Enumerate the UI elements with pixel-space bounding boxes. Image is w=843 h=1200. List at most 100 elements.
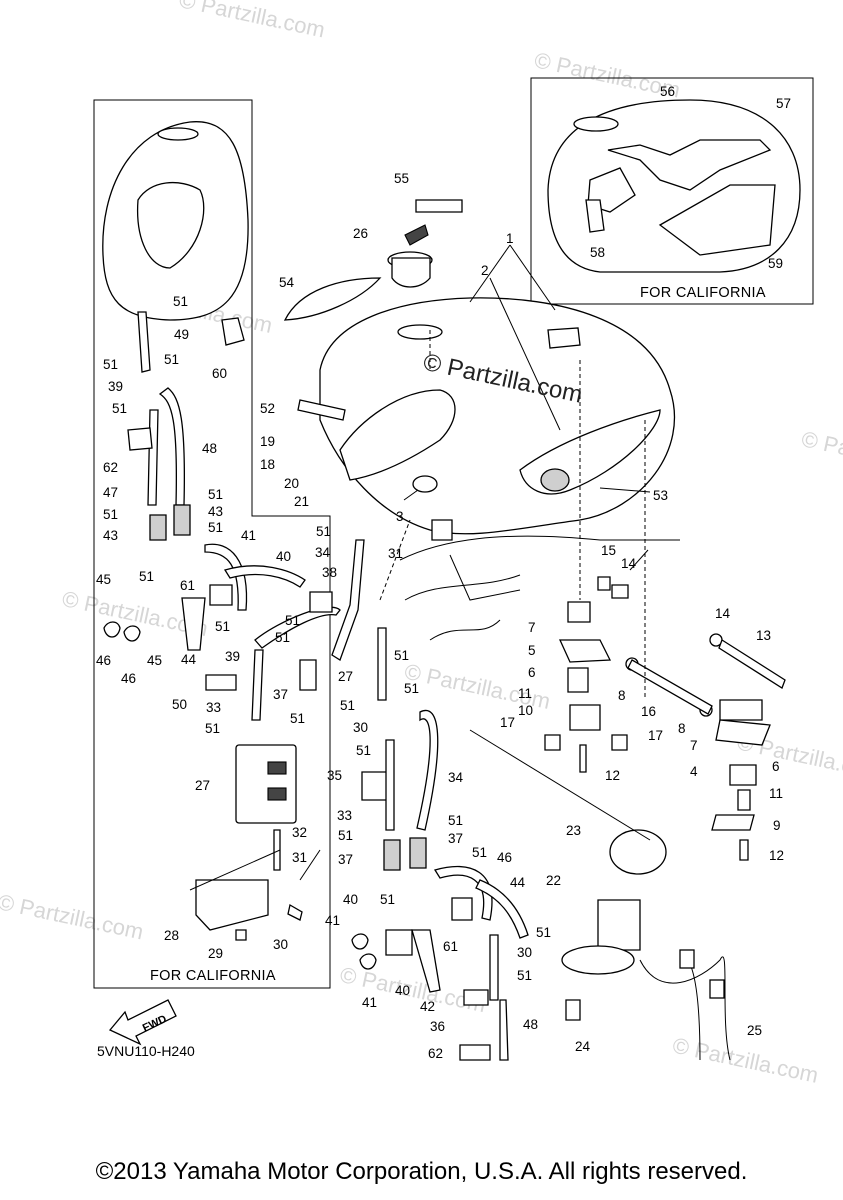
- callout-3: 3: [396, 509, 404, 524]
- callout-27: 27: [195, 778, 210, 793]
- callout-40b: 40: [343, 892, 358, 907]
- callout-4: 4: [690, 764, 698, 779]
- callout-35: 35: [327, 768, 342, 783]
- callout-41b: 41: [325, 913, 340, 928]
- callout-54: 54: [279, 275, 295, 290]
- callout-51-x: 51: [517, 968, 532, 983]
- callout-46b: 46: [121, 671, 136, 686]
- callout-48: 48: [202, 441, 217, 456]
- callout-17b: 17: [648, 728, 663, 743]
- callout-7b: 7: [690, 738, 698, 753]
- callout-47: 47: [103, 485, 118, 500]
- callout-18: 18: [260, 457, 275, 472]
- callout-37: 37: [273, 687, 288, 702]
- callout-34: 34: [315, 545, 331, 560]
- callout-42: 42: [420, 999, 435, 1014]
- callout-43: 43: [103, 528, 118, 543]
- callout-40c: 40: [395, 983, 410, 998]
- callout-40: 40: [276, 549, 291, 564]
- callout-45: 45: [96, 572, 111, 587]
- callout-19: 19: [260, 434, 275, 449]
- callout-56: 56: [660, 84, 675, 99]
- model-code: 5VNU110-H240: [97, 1043, 195, 1059]
- callout-51-a: 51: [173, 294, 188, 309]
- frame-sketch: [399, 535, 680, 641]
- callout-28: 28: [164, 928, 179, 943]
- callout-6b: 6: [772, 759, 780, 774]
- callout-51-h: 51: [139, 569, 154, 584]
- callout-51-v: 51: [380, 892, 395, 907]
- callout-14b: 14: [715, 606, 731, 621]
- callout-11: 11: [518, 686, 532, 701]
- copyright-footer: ©2013 Yamaha Motor Corporation, U.S.A. A…: [95, 1158, 748, 1185]
- callout-37c: 37: [338, 852, 353, 867]
- callout-58: 58: [590, 245, 605, 260]
- callout-57: 57: [776, 96, 791, 111]
- watermark: © Partzilla.com: [0, 889, 146, 944]
- callout-6: 6: [528, 665, 536, 680]
- callout-23: 23: [566, 823, 581, 838]
- callout-55: 55: [394, 171, 409, 186]
- callout-51-r: 51: [356, 743, 371, 758]
- callout-5: 5: [528, 643, 536, 658]
- canister-hoses-lower: [351, 519, 529, 1061]
- callout-26: 26: [353, 226, 368, 241]
- callout-51-c: 51: [164, 352, 179, 367]
- callout-52: 52: [260, 401, 275, 416]
- callout-61: 61: [180, 578, 195, 593]
- watermark: © Partzilla.com: [177, 0, 327, 42]
- callout-61b: 61: [443, 939, 458, 954]
- callout-51-f: 51: [208, 487, 223, 502]
- callout-48b: 48: [523, 1017, 538, 1032]
- inset-tank-drawing: [547, 99, 801, 273]
- callout-33b: 33: [337, 808, 352, 823]
- callout-34b: 34: [448, 770, 464, 785]
- callout-51-j: 51: [285, 613, 300, 628]
- callout-8b: 8: [678, 721, 686, 736]
- callout-7: 7: [528, 620, 536, 635]
- california-inset-caption: FOR CALIFORNIA: [640, 285, 766, 301]
- callout-30c: 30: [517, 945, 532, 960]
- callout-50: 50: [172, 697, 187, 712]
- callout-16: 16: [641, 704, 656, 719]
- callout-11b: 11: [769, 786, 783, 801]
- callout-46: 46: [96, 653, 111, 668]
- callout-51-s: 51: [338, 828, 353, 843]
- fuel-pump-assembly: [561, 829, 731, 1061]
- callout-21: 21: [294, 494, 309, 509]
- callout-44: 44: [181, 652, 197, 667]
- callout-20: 20: [284, 476, 299, 491]
- callout-17: 17: [500, 715, 515, 730]
- callout-39b: 39: [225, 649, 240, 664]
- callout-51-w: 51: [536, 925, 551, 940]
- callout-25: 25: [747, 1023, 762, 1038]
- leader-lines: [189, 244, 651, 891]
- callout-8: 8: [618, 688, 626, 703]
- callout-38: 38: [322, 565, 337, 580]
- callout-13: 13: [756, 628, 771, 643]
- callout-51-i: 51: [215, 619, 230, 634]
- callout-24: 24: [575, 1039, 591, 1054]
- callout-51-e: 51: [103, 507, 118, 522]
- callout-10: 10: [518, 703, 533, 718]
- callout-12b: 12: [769, 848, 784, 863]
- callout-51-l: 51: [205, 721, 220, 736]
- callout-51-k: 51: [275, 630, 290, 645]
- callout-31: 31: [292, 850, 307, 865]
- mounting-hardware: [544, 576, 786, 861]
- california-box-caption: FOR CALIFORNIA: [150, 968, 276, 984]
- callout-60: 60: [212, 366, 227, 381]
- callout-39: 39: [108, 379, 123, 394]
- callout-14: 14: [621, 556, 637, 571]
- callout-51-u: 51: [472, 845, 487, 860]
- callout-62: 62: [103, 460, 118, 475]
- callout-36: 36: [430, 1019, 445, 1034]
- callout-51-b: 51: [103, 357, 118, 372]
- callout-51-n: 51: [316, 524, 331, 539]
- watermark: © Partzilla.com: [670, 1033, 820, 1088]
- california-box-outline: [93, 99, 331, 989]
- callout-51-m: 51: [290, 711, 305, 726]
- callout-44b: 44: [510, 875, 526, 890]
- callout-30b: 30: [353, 720, 368, 735]
